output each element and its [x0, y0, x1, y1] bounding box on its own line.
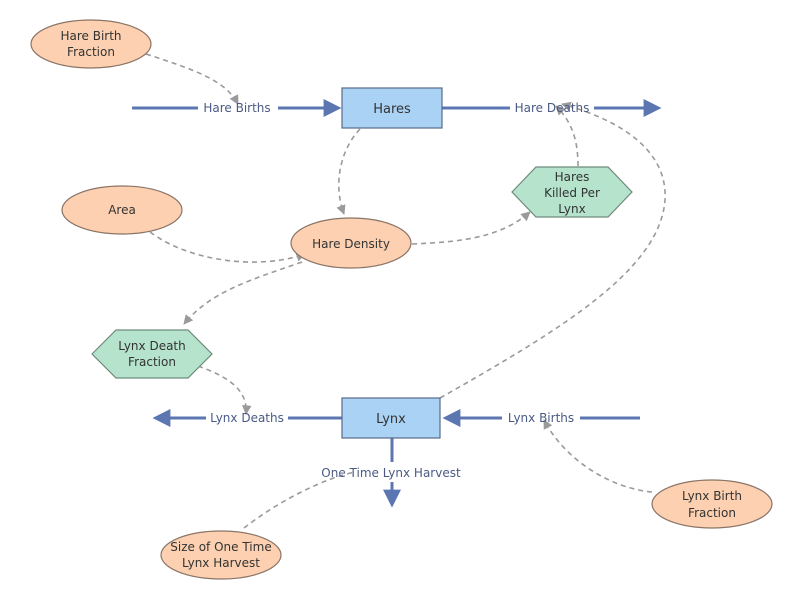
variable-label-line: Hare Density	[312, 237, 390, 251]
stock-label-lynx: Lynx	[376, 412, 406, 427]
link-lynx-birth-fraction-to-lynx-births	[543, 419, 653, 493]
flow-labels: Hare Births Hare Deaths Lynx Deaths Lynx…	[203, 101, 589, 480]
flow-label-hare-deaths: Hare Deaths	[515, 101, 590, 115]
converter-label-line: Killed Per	[544, 186, 600, 200]
variable-label-line: Fraction	[688, 506, 736, 520]
link-hares-killed-to-hare-deaths	[555, 105, 579, 167]
link-lynx-death-fraction-to-lynx-deaths	[197, 365, 252, 415]
flow-label-hare-births: Hare Births	[203, 101, 270, 115]
variable-label-line: Size of One Time	[170, 540, 271, 554]
link-hare-density-to-hares-killed	[411, 211, 531, 245]
variable-label-line: Lynx Harvest	[182, 556, 260, 570]
converter-label-line: Lynx	[558, 202, 585, 216]
link-hares-to-hare-density	[336, 128, 361, 215]
variable-hare-density[interactable]: Hare Density	[290, 217, 412, 269]
variable-hare-birth-fraction[interactable]: Hare Birth Fraction	[30, 19, 152, 69]
stock-label-hares: Hares	[373, 102, 411, 117]
flow-label-lynx-births: Lynx Births	[508, 411, 574, 425]
variable-label-line: Fraction	[67, 45, 115, 59]
link-hare-birth-fraction-to-hare-births	[145, 53, 239, 105]
variable-size-of-one-time-lynx-harvest[interactable]: Size of One Time Lynx Harvest	[160, 530, 282, 580]
variable-area[interactable]: Area	[61, 185, 183, 235]
converter-label-line: Fraction	[128, 355, 176, 369]
variable-label-line: Area	[108, 203, 136, 217]
converter-label-line: Hares	[555, 170, 590, 184]
variable-lynx-birth-fraction[interactable]: Lynx Birth Fraction	[651, 479, 773, 529]
converter-label-line: Lynx Death	[118, 339, 186, 353]
converter-hares-killed-per-lynx[interactable]: Hares Killed Per Lynx	[511, 166, 633, 218]
variable-label-line: Lynx Birth	[682, 489, 742, 503]
link-lynx-to-hare-deaths	[439, 101, 666, 399]
links	[145, 53, 666, 529]
stock-lynx[interactable]: Lynx	[341, 397, 441, 439]
link-area-to-hare-density	[149, 231, 306, 263]
flow-label-lynx-deaths: Lynx Deaths	[210, 411, 284, 425]
flow-label-one-time-lynx-harvest: One Time Lynx Harvest	[321, 466, 461, 480]
variable-label-line: Hare Birth	[60, 29, 121, 43]
link-hare-density-to-lynx-death-fraction	[183, 261, 303, 325]
stock-hares[interactable]: Hares	[341, 87, 443, 129]
link-harvest-size-to-one-time-harvest	[243, 471, 356, 529]
converter-lynx-death-fraction[interactable]: Lynx Death Fraction	[91, 329, 213, 379]
flows	[132, 99, 662, 508]
